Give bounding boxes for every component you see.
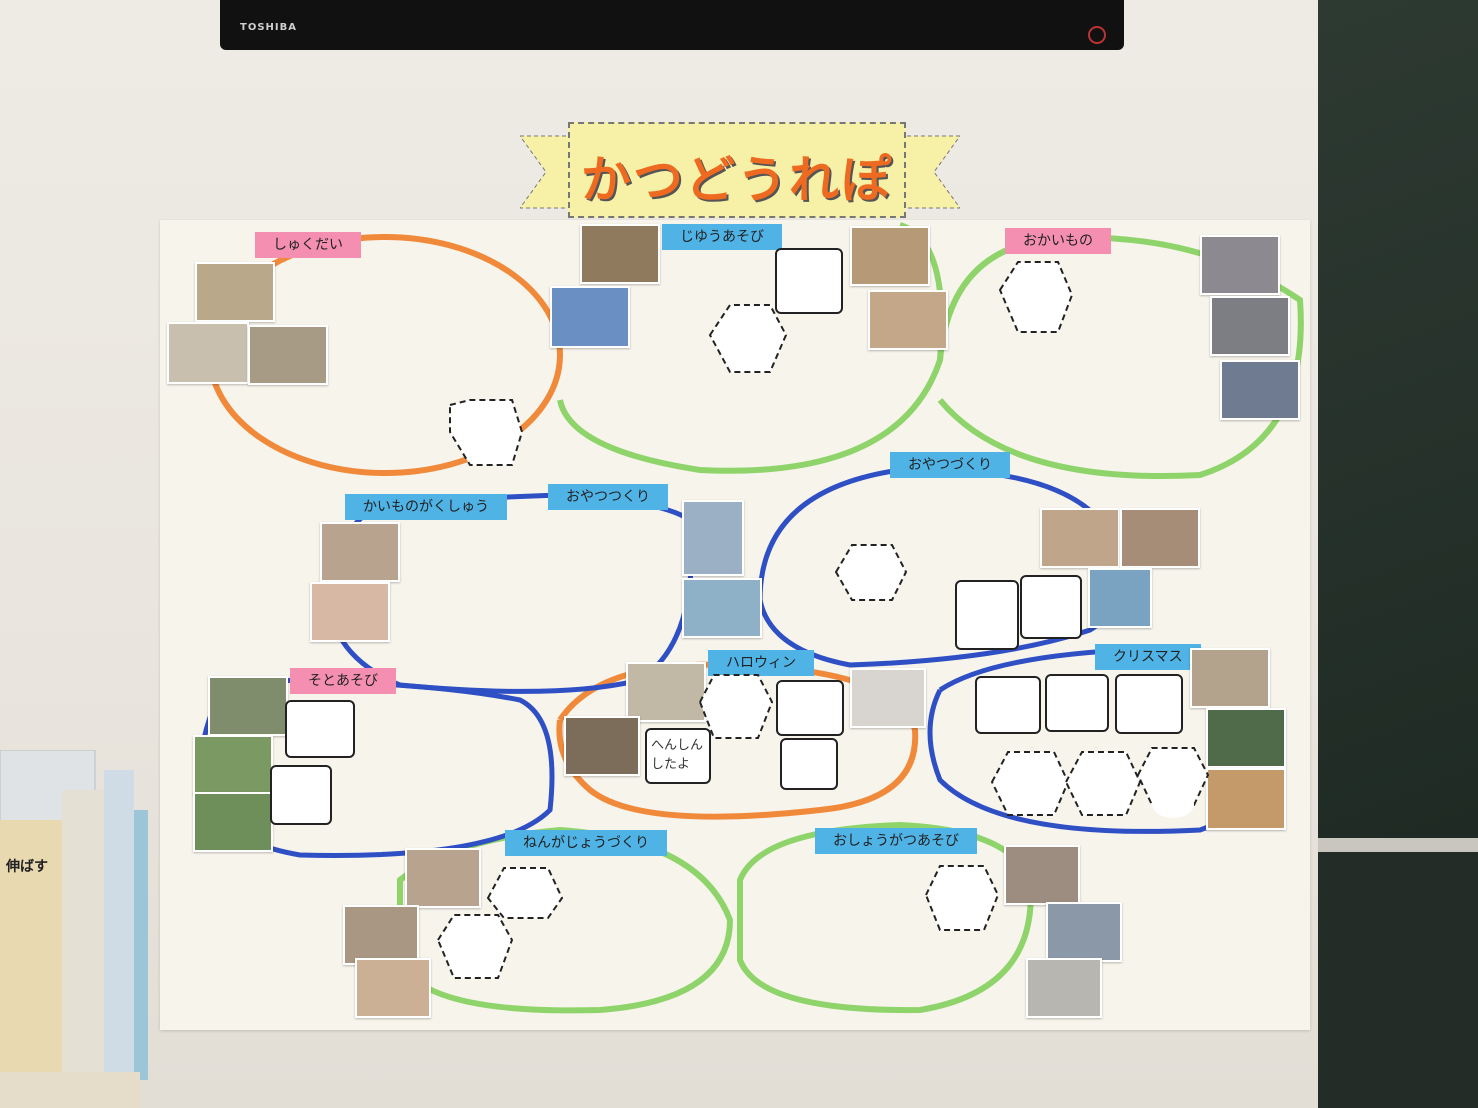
ribbon-christmas: クリスマス xyxy=(1095,644,1201,670)
note-card-henshin: へんしんしたよ xyxy=(645,728,711,784)
hexagon xyxy=(436,914,514,979)
note-card xyxy=(1020,575,1082,639)
loop-green-1 xyxy=(557,222,945,474)
ribbon-kaimonogakushu: かいものがくしゅう xyxy=(345,494,507,520)
photo xyxy=(550,286,630,348)
blurred-face xyxy=(1152,790,1194,818)
note-card xyxy=(1045,674,1109,732)
photo xyxy=(1210,296,1290,356)
hexagon xyxy=(998,261,1074,333)
ribbon-okaimono: おかいもの xyxy=(1005,228,1111,254)
power-icon xyxy=(1088,26,1106,44)
photo xyxy=(1026,958,1102,1018)
photo xyxy=(1120,508,1200,568)
note-card xyxy=(975,676,1041,734)
note-card xyxy=(270,765,332,825)
photo xyxy=(850,668,926,728)
photo xyxy=(1200,235,1280,295)
tv-brand-label: TOSHIBA xyxy=(240,22,297,33)
photo xyxy=(208,676,288,736)
photo xyxy=(1206,768,1286,830)
photo xyxy=(343,905,419,965)
photo xyxy=(320,522,400,582)
ribbon-oyatsutsukuri: おやつつくり xyxy=(548,484,668,510)
photo xyxy=(1040,508,1120,568)
note-card xyxy=(776,680,844,736)
photo xyxy=(355,958,431,1018)
note-card xyxy=(775,248,843,314)
hexagon xyxy=(449,399,524,466)
hexagon xyxy=(990,751,1070,816)
photo xyxy=(850,226,930,286)
ribbon-halloween: ハロウィン xyxy=(708,650,814,676)
chalkboard xyxy=(1318,0,1478,840)
photo xyxy=(195,262,275,322)
photo xyxy=(1220,360,1300,420)
photo xyxy=(1088,568,1152,628)
photo xyxy=(868,290,948,350)
photo xyxy=(248,325,328,385)
ribbon-oshogatsu: おしょうがつあそび xyxy=(815,828,977,854)
ribbon-sotoasobi: そとあそび xyxy=(290,668,396,694)
photo xyxy=(193,792,273,852)
note-card xyxy=(285,700,355,758)
hexagon xyxy=(486,867,564,919)
chalkboard-frame xyxy=(1318,838,1478,852)
hexagon xyxy=(924,865,1000,931)
ribbon-jiyuasobi: じゆうあそび xyxy=(662,224,782,250)
note-card xyxy=(1115,674,1183,734)
hexagon xyxy=(698,674,774,739)
photo xyxy=(405,848,481,908)
photo xyxy=(1190,648,1270,708)
note-card xyxy=(780,738,838,790)
ribbon-shukudai: しゅくだい xyxy=(255,232,361,258)
hexagon xyxy=(834,544,908,601)
photo xyxy=(682,500,744,576)
photo xyxy=(310,582,390,642)
photo xyxy=(564,716,640,776)
hexagon xyxy=(1136,747,1210,806)
note-card xyxy=(955,580,1019,650)
bookshelf xyxy=(0,750,148,1081)
ribbon-oyatsuzukuri: おやつづくり xyxy=(890,452,1010,478)
photo xyxy=(1004,845,1080,905)
hexagon xyxy=(708,304,788,373)
television: TOSHIBA xyxy=(220,0,1124,50)
title-banner xyxy=(520,135,960,209)
photo xyxy=(1206,708,1286,768)
photo xyxy=(626,662,706,722)
book-title: 伸ばす xyxy=(6,859,48,875)
ribbon-nengajo: ねんがじょうづくり xyxy=(505,830,667,856)
chalkboard-lower xyxy=(1318,852,1478,1108)
hexagon xyxy=(1064,751,1142,816)
photo xyxy=(580,224,660,284)
photo xyxy=(682,578,762,638)
shelf-board xyxy=(0,1072,140,1108)
